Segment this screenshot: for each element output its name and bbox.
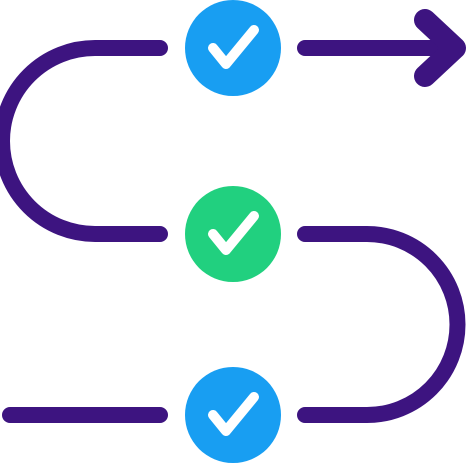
step-2	[185, 186, 281, 282]
check-icon	[208, 392, 259, 436]
step-3	[185, 367, 281, 463]
arrow-right-icon	[414, 9, 466, 87]
step-1	[185, 0, 281, 96]
check-icon	[208, 25, 259, 69]
check-icon	[208, 211, 259, 255]
path-segment-left-curve	[0, 40, 168, 242]
path-segment-right-curve	[297, 226, 466, 423]
